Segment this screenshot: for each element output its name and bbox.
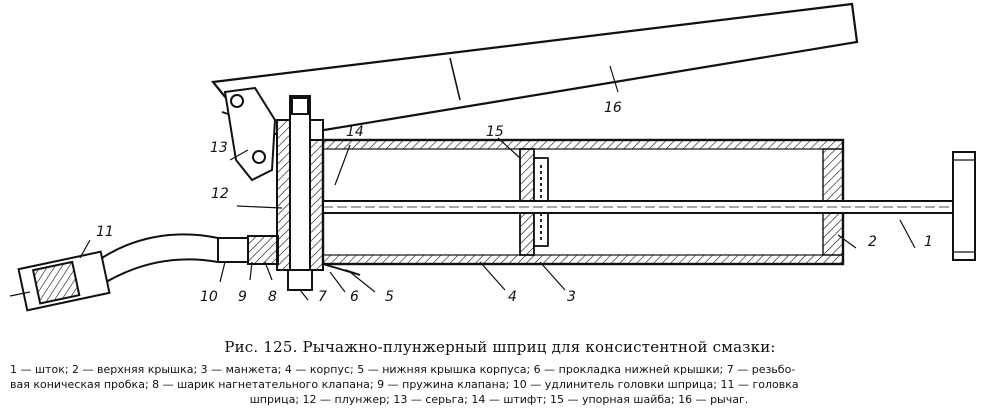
callout-16: 16 — [604, 100, 622, 116]
legend-line: вая коническая пробка; 8 — шарик нагнета… — [10, 378, 799, 391]
callout-15: 15 — [486, 124, 504, 140]
leader-lines — [79, 65, 916, 301]
callout-8: 8 — [268, 289, 277, 305]
extension-and-hose — [101, 233, 279, 283]
rod-handle — [952, 151, 976, 261]
figure-caption-title: Рис. 125. Рычажно-плунжерный шприц для к… — [224, 338, 776, 356]
plunger-head — [276, 95, 324, 291]
callout-10: 10 — [200, 289, 218, 305]
callout-9: 9 — [238, 289, 247, 305]
grease-gun-drawing: 1 2 3 4 5 6 7 8 9 10 11 12 13 14 15 16 — [9, 2, 976, 312]
callout-3: 3 — [567, 289, 576, 305]
figure-legend: 1 — шток; 2 — верхняя крышка; 3 — манжет… — [10, 362, 988, 407]
callout-5: 5 — [385, 289, 394, 305]
callout-1: 1 — [924, 234, 933, 250]
legend-line: шприца; 12 — плунжер; 13 — серьга; 14 — … — [249, 393, 749, 406]
callout-2: 2 — [868, 234, 877, 250]
legend-line: 1 — шток; 2 — верхняя крышка; 3 — манжет… — [10, 363, 796, 376]
rod — [322, 200, 954, 214]
callout-12: 12 — [211, 186, 229, 202]
callout-7: 7 — [318, 289, 327, 305]
callout-4: 4 — [508, 289, 517, 305]
gun-head — [9, 250, 111, 312]
callout-labels: 1 2 3 4 5 6 7 8 9 10 11 12 13 14 15 16 — [96, 100, 933, 305]
callout-11: 11 — [96, 224, 114, 240]
callout-13: 13 — [210, 140, 228, 156]
callout-6: 6 — [350, 289, 359, 305]
callout-14: 14 — [346, 124, 364, 140]
